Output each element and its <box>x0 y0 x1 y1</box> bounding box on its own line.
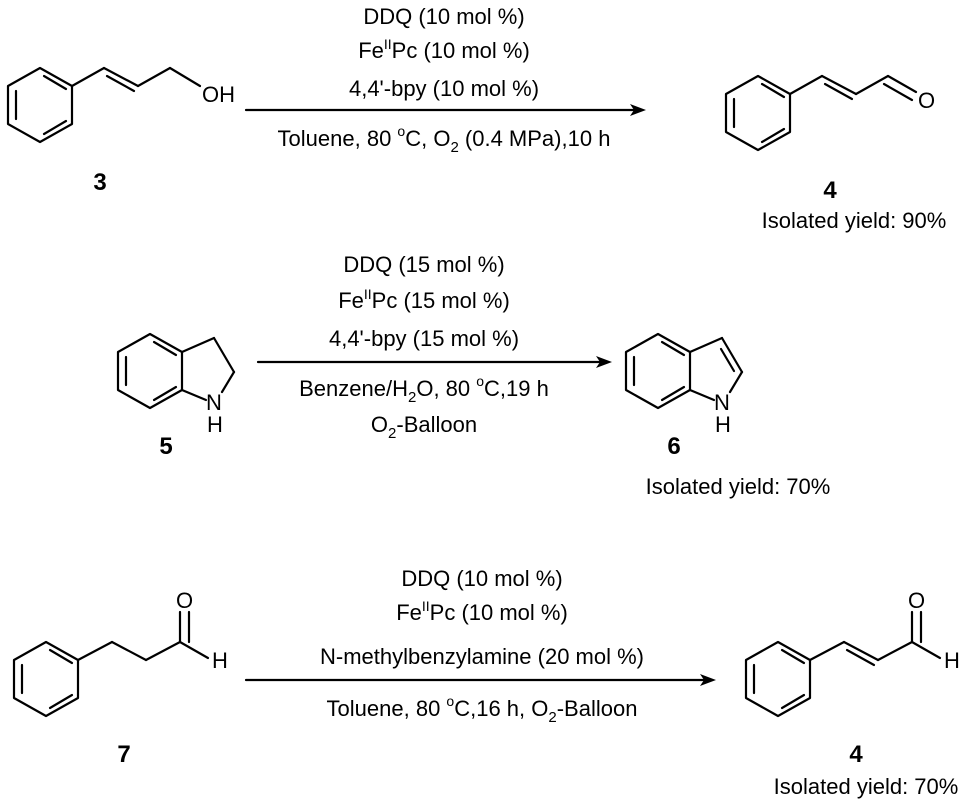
reactant-1-label: 3 <box>93 169 106 196</box>
reaction-2-yield: Isolated yield: 70% <box>646 474 831 499</box>
reaction-1-fe-text: Fe <box>358 38 384 63</box>
reactant-indoline: N H <box>116 332 236 437</box>
product-1-o-label: O <box>918 88 935 113</box>
reactant-2-n-label: N <box>206 390 222 415</box>
reaction-3-arrowhead <box>700 674 716 686</box>
reactant-3-label: 7 <box>117 741 130 768</box>
reaction-1-arrowhead <box>630 104 646 116</box>
reaction-2-condition-1: DDQ (15 mol %) <box>343 252 504 277</box>
reaction-1-condition-2: FeIIPc (10 mol %) <box>358 36 530 63</box>
product-3-h-label: H <box>944 648 960 673</box>
product-2-label: 6 <box>667 433 680 460</box>
reaction-1-condition-3: 4,4'-bpy (10 mol %) <box>349 76 539 101</box>
product-indole: N H <box>624 332 744 437</box>
product-2-n-label: N <box>714 390 730 415</box>
product-cinnamaldehyde-1: O <box>724 74 935 152</box>
reaction-2: N H 5 DDQ (15 mol %) FeIIPc (15 mol %) 4… <box>116 252 831 499</box>
reactant-3-h-label: H <box>212 648 228 673</box>
reaction-1-condition-1: DDQ (10 mol %) <box>363 4 524 29</box>
product-1-label: 4 <box>823 177 837 204</box>
reaction-3-condition-4: Toluene, 80 oC,16 h, O2-Balloon <box>327 693 638 726</box>
reactant-3-o-label: O <box>176 588 193 613</box>
reaction-1-yield: Isolated yield: 90% <box>762 208 947 233</box>
reactant-2-h-label: H <box>207 412 223 437</box>
reaction-3-condition-3: N-methylbenzylamine (20 mol %) <box>320 644 644 669</box>
reaction-1-pc-text: Pc (10 mol %) <box>392 38 530 63</box>
reaction-1-condition-4: Toluene, 80 oC, O2 (0.4 MPa),10 h <box>278 123 611 156</box>
reaction-2-condition-5: O2-Balloon <box>371 412 477 442</box>
product-3-o-label: O <box>908 588 925 613</box>
reaction-3-condition-2: FeIIPc (10 mol %) <box>396 598 568 625</box>
reaction-2-condition-3: 4,4'-bpy (15 mol %) <box>329 326 519 351</box>
reactant-phenylpropanal: O H <box>12 588 228 718</box>
reaction-3-condition-1: DDQ (10 mol %) <box>401 566 562 591</box>
product-2-h-label: H <box>715 412 731 437</box>
reaction-1: OH 3 DDQ (10 mol %) FeIIPc (10 mol %) 4,… <box>6 4 947 233</box>
reaction-3-yield: Isolated yield: 70% <box>774 774 959 799</box>
reactant-2-label: 5 <box>159 433 172 460</box>
reaction-2-condition-2: FeIIPc (15 mol %) <box>338 286 510 313</box>
reactant-cinnamyl-alcohol: OH <box>6 66 235 144</box>
product-3-label: 4 <box>849 741 863 768</box>
reactant-1-oh-label: OH <box>202 82 235 107</box>
reaction-2-arrowhead <box>596 356 612 368</box>
reaction-3: O H 7 DDQ (10 mol %) FeIIPc (10 mol %) N… <box>12 566 960 799</box>
reaction-2-condition-4: Benzene/H2O, 80 oC,19 h <box>299 373 549 406</box>
product-cinnamaldehyde-2: O H <box>744 588 960 718</box>
reaction-1-fe-superscript: II <box>384 36 392 52</box>
